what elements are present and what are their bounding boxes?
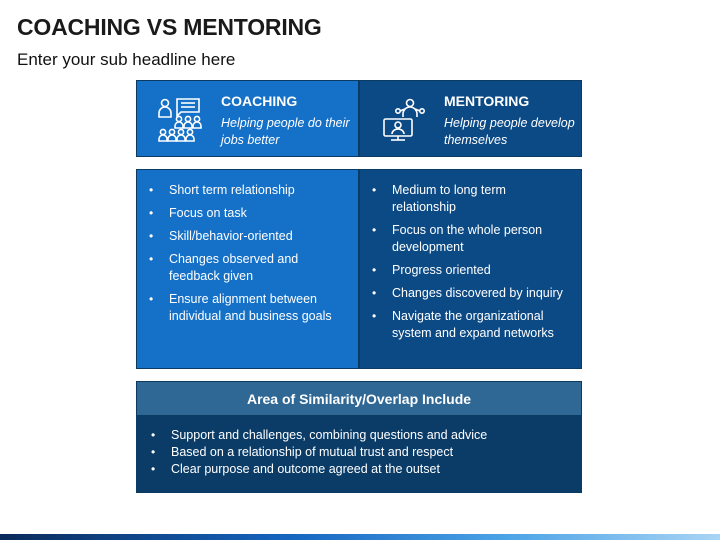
coaching-points-panel: Short term relationship Focus on task Sk… <box>136 169 359 369</box>
list-item: Clear purpose and outcome agreed at the … <box>147 461 573 478</box>
list-item: Skill/behavior-oriented <box>145 228 350 245</box>
similarity-points-list: Support and challenges, combining questi… <box>147 427 573 478</box>
list-item: Navigate the organizational system and e… <box>368 308 573 342</box>
list-item: Medium to long term relationship <box>368 182 573 216</box>
list-item: Changes discovered by inquiry <box>368 285 573 302</box>
mentor-computer-icon <box>383 98 425 141</box>
coaching-title: COACHING <box>221 93 298 109</box>
similarity-panel: Support and challenges, combining questi… <box>136 416 582 493</box>
group-presentation-icon <box>158 98 202 142</box>
list-item: Based on a relationship of mutual trust … <box>147 444 573 461</box>
mentoring-points-panel: Medium to long term relationship Focus o… <box>359 169 582 369</box>
coaching-description: Helping people do their jobs better <box>221 116 350 147</box>
mentoring-header: MENTORING Helping people develop themsel… <box>359 80 582 157</box>
list-item: Ensure alignment between individual and … <box>145 291 350 325</box>
coaching-points-list: Short term relationship Focus on task Sk… <box>145 182 350 331</box>
mentoring-title: MENTORING <box>444 93 530 109</box>
list-item: Focus on the whole person development <box>368 222 573 256</box>
mentoring-points-list: Medium to long term relationship Focus o… <box>368 182 573 348</box>
list-item: Progress oriented <box>368 262 573 279</box>
mentoring-description: Helping people develop themselves <box>444 116 575 147</box>
slide-subtitle: Enter your sub headline here <box>17 50 236 69</box>
list-item: Support and challenges, combining questi… <box>147 427 573 444</box>
list-item: Short term relationship <box>145 182 350 199</box>
similarity-title: Area of Similarity/Overlap Include <box>136 381 582 416</box>
coaching-header: COACHING Helping people do their jobs be… <box>136 80 359 157</box>
list-item: Focus on task <box>145 205 350 222</box>
list-item: Changes observed and feedback given <box>145 251 350 285</box>
footer-accent-bar <box>0 534 720 540</box>
slide-title: COACHING VS MENTORING <box>17 14 322 40</box>
